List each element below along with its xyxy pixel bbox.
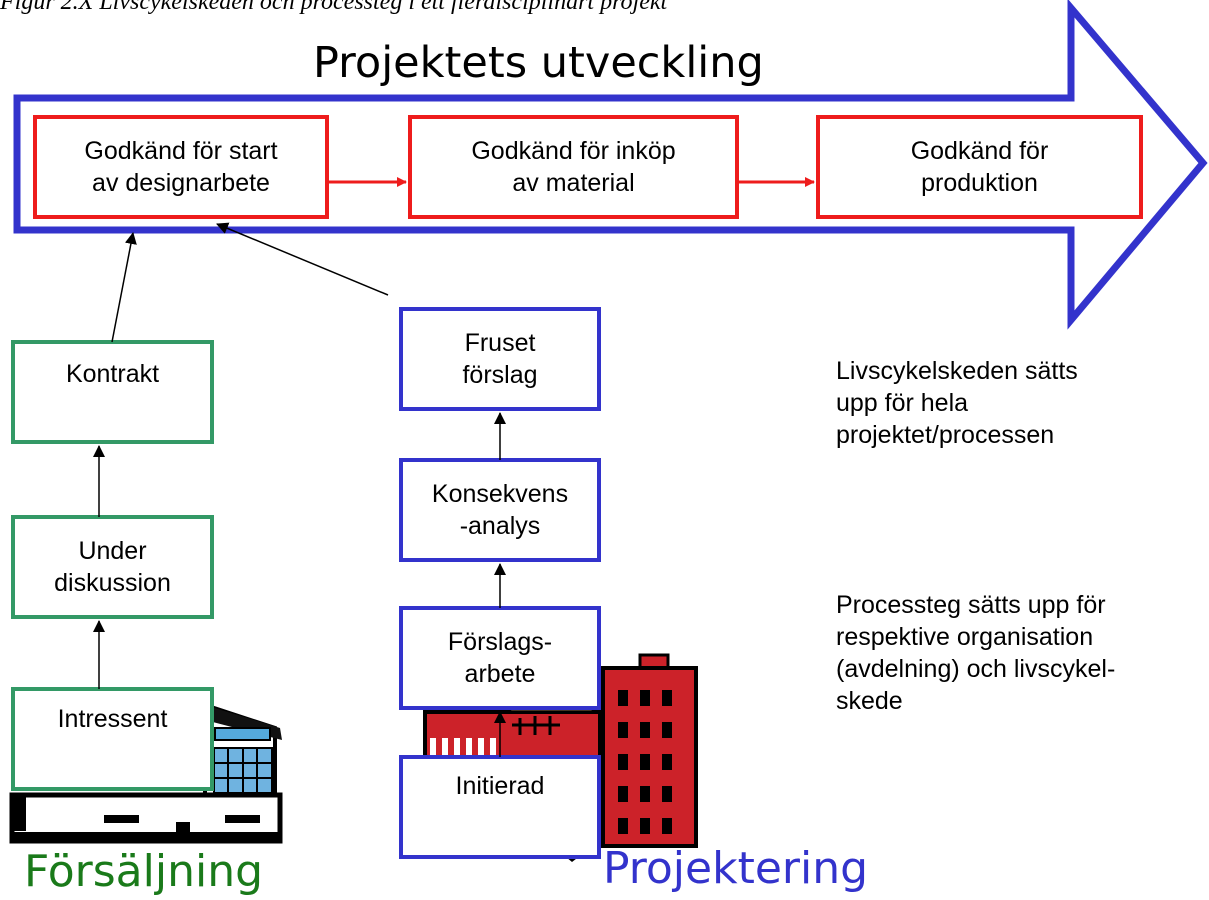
eng-step-box-frozen [399, 307, 601, 411]
sales-arrow-3 [111, 232, 137, 343]
sales-step-label-prospect: Intressent [57, 705, 168, 733]
figure-caption: Figur 2.X Livscykelskeden och processteg… [0, 0, 668, 15]
eng-step-label-frozen: Fruset förslag [462, 329, 538, 389]
office-building-icon [9, 702, 283, 844]
stage-box-material-purchase [408, 115, 739, 219]
eng-step-box-proposal [399, 606, 601, 710]
stage-box-production [816, 115, 1143, 219]
sales-step-box-discussion [11, 515, 214, 619]
eng-step-box-consequence [399, 458, 601, 562]
stage-label-design-start: Godkänd för start av designarbete [84, 137, 278, 197]
eng-step-label-consequence: Konsekvens -analys [431, 480, 569, 540]
eng-arrow-4 [216, 222, 389, 296]
sales-step-box-prospect [11, 687, 214, 791]
note-lifecycle: Livscykelskeden sätts upp för hela proje… [836, 357, 1078, 449]
stage-box-design-start [33, 115, 329, 219]
diagram-title: Projektets utveckling [313, 38, 764, 88]
org-label-engineering: Projektering [603, 843, 869, 894]
org-label-sales: Försäljning [24, 846, 264, 897]
project-progress-arrow [13, 0, 1208, 330]
eng-step-box-initiated [399, 755, 601, 859]
sales-step-label-contract: Kontrakt [65, 360, 160, 388]
eng-step-label-initiated: Initierad [455, 772, 545, 800]
stage-label-production: Godkänd för produktion [910, 137, 1049, 197]
stage-label-material-purchase: Godkänd för inköp av material [471, 137, 676, 197]
eng-step-label-proposal: Förslags- arbete [447, 628, 553, 688]
sales-step-label-discussion: Under diskussion [54, 537, 171, 597]
note-process: Processteg sätts upp för respektive orga… [836, 591, 1116, 715]
